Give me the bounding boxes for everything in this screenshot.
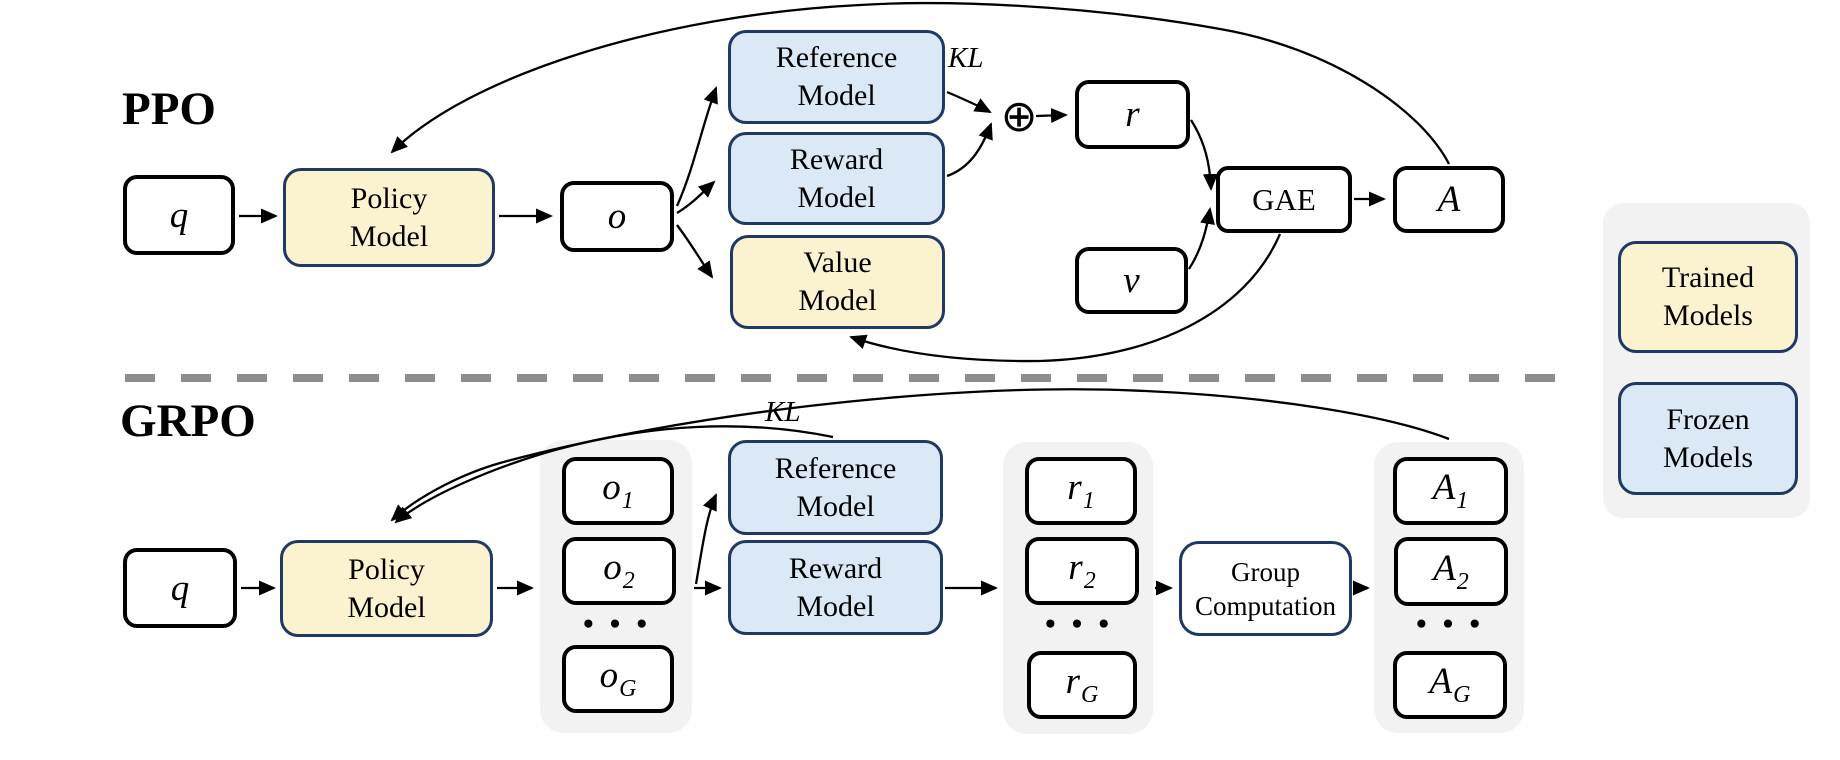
grpo-reward-2-label: r2: [1068, 547, 1096, 594]
grpo-advantages-to-policy-feedback-arc: [390, 388, 1450, 522]
ppo-q-box: q: [123, 175, 235, 255]
grpo-rewards-ellipsis: • • •: [1042, 612, 1114, 638]
ppo-v-to-gae-arrow: [1188, 207, 1215, 270]
ppo-v-box: v: [1075, 247, 1188, 314]
grpo-reward-1-box: r1: [1025, 457, 1137, 525]
grpo-output-2-label: o2: [603, 547, 635, 594]
ppo-gae-box: GAE: [1216, 166, 1352, 233]
grpo-outputs-ellipsis: • • •: [580, 612, 652, 638]
grpo-reward-2-box: r2: [1025, 537, 1139, 605]
ppo-reward-to-oplus-arrow: [946, 122, 993, 178]
ppo-o-to-reference-arrow: [675, 86, 718, 207]
ppo-o-to-reward-arrow: [676, 180, 716, 214]
ppo-advantage-to-policy-feedback-arc: [390, 1, 1451, 165]
grpo-reward-1-label: r1: [1067, 467, 1095, 514]
ppo-kl-label: KL: [948, 42, 984, 74]
grpo-advantage-1-box: A1: [1393, 457, 1508, 525]
grpo-advantage-g-box: AG: [1393, 651, 1507, 719]
oplus-icon: ⊕: [1000, 91, 1038, 142]
ppo-gae-label: GAE: [1252, 181, 1316, 217]
ppo-r-label: r: [1125, 94, 1140, 135]
ppo-reference-to-oplus-arrow: [946, 90, 992, 114]
grpo-reference-kl-to-policy-arc: [394, 425, 834, 524]
grpo-q-box: q: [123, 548, 237, 628]
grpo-advantages-ellipsis: • • •: [1413, 612, 1485, 638]
ppo-oplus-to-r-arrow: [1035, 108, 1068, 123]
grpo-output-1-label: o1: [602, 467, 634, 514]
grpo-output-2-box: o2: [562, 537, 676, 605]
grpo-output-g-box: oG: [562, 645, 674, 713]
ppo-section-label: PPO: [122, 83, 216, 135]
ppo-o-label: o: [607, 196, 627, 237]
grpo-reward-g-label: rG: [1065, 661, 1099, 708]
ppo-gae-to-value-feedback-arc: [849, 233, 1282, 363]
grpo-advantage-2-box: A2: [1394, 537, 1508, 606]
grpo-kl-label: KL: [765, 396, 801, 428]
grpo-output-1-box: o1: [562, 457, 674, 525]
ppo-advantage-box: A: [1393, 166, 1505, 233]
ppo-q-label: q: [169, 194, 189, 236]
ppo-o-to-value-arrow: [676, 224, 714, 279]
grpo-q-label: q: [170, 567, 190, 609]
grpo-advantage-g-label: AG: [1429, 661, 1471, 708]
ppo-v-label: v: [1123, 260, 1140, 301]
grpo-advantage-1-label: A1: [1432, 467, 1469, 514]
ppo-r-to-gae-arrow: [1190, 119, 1218, 191]
grpo-reward-g-box: rG: [1027, 651, 1137, 719]
grpo-outputs-to-reference-arrow: [694, 493, 718, 585]
ppo-r-box: r: [1075, 80, 1190, 149]
ppo-o-box: o: [560, 181, 674, 252]
grpo-section-label: GRPO: [120, 395, 256, 447]
grpo-advantage-2-label: A2: [1433, 547, 1469, 595]
ppo-advantage-label: A: [1437, 179, 1461, 220]
grpo-output-g-label: oG: [599, 655, 637, 702]
